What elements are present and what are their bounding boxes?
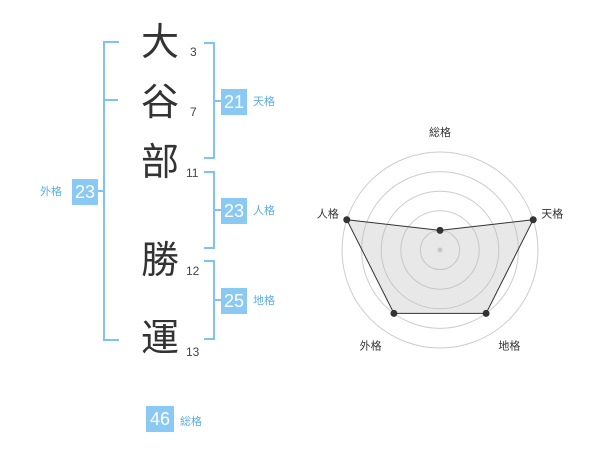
jinkaku-score: 23 [221,198,247,224]
chikaku-score: 25 [221,288,247,314]
jinkaku-label: 人格 [253,204,275,217]
radar-point-4 [343,216,351,224]
radar-point-0 [436,226,444,234]
radar-ring-5 [341,151,539,349]
name-char-5: 運 [140,316,179,360]
tenkaku-label: 天格 [253,95,275,108]
gaikaku-tick [98,190,105,192]
radar-ring-3 [380,190,500,310]
chikaku-label: 地格 [253,294,275,307]
radar-series [345,219,535,314]
radar-ring-2 [400,210,480,290]
tenkaku-score: 21 [221,89,247,115]
radar-point-2 [482,309,490,317]
radar-center [437,247,443,253]
chikaku-tick [213,299,221,301]
radar-point-1 [529,216,537,224]
radar-axis-label-0: 総格 [429,125,451,139]
radar-axis-label-1: 天格 [541,207,563,221]
radar-axis-label-4: 人格 [317,207,339,221]
name-char-2: 谷 [140,80,179,124]
gaikaku-inner-tick [103,99,118,101]
radar-point-3 [390,309,398,317]
stroke-count-2: 7 [190,105,197,119]
soukaku-label: 総格 [180,415,202,428]
stroke-count-5: 13 [186,345,200,359]
stroke-count-3: 11 [186,166,199,180]
stroke-count-1: 3 [190,45,197,59]
gaikaku-label: 外格 [40,185,62,198]
tenkaku-tick [213,100,221,102]
stroke-count-4: 12 [186,264,200,278]
name-char-3: 部 [140,140,179,184]
name-char-1: 大 [140,20,179,64]
radar-axis-label-2: 地格 [498,338,520,352]
jinkaku-tick [213,209,221,211]
soukaku-score: 46 [146,406,174,432]
radar-axis-label-3: 外格 [360,338,382,352]
gaikaku-score: 23 [72,179,98,205]
name-char-4: 勝 [140,238,179,282]
